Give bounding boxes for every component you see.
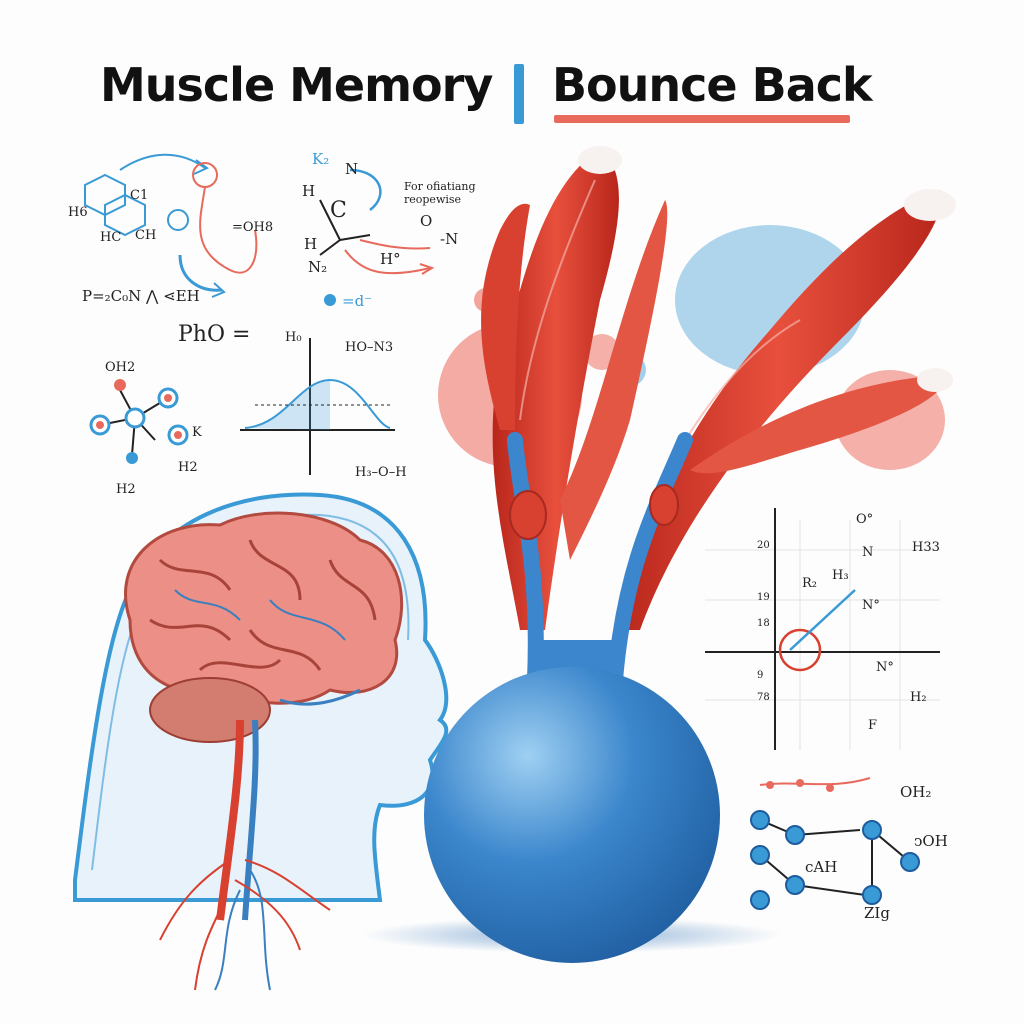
- axis-tick-9: 9: [757, 670, 764, 681]
- label-pho: PhO =: [178, 322, 251, 347]
- label-n-star: N°: [862, 598, 880, 613]
- label-h-star: H°: [380, 250, 401, 268]
- label-h2-b: H2: [116, 482, 136, 497]
- label-h2-right: H₂: [910, 690, 927, 705]
- label-h-o-h: H₃–O–H: [355, 465, 407, 480]
- blue-tendons: [507, 432, 693, 688]
- axis-tick-18: 18: [757, 618, 770, 629]
- head-brain-illustration: [73, 492, 449, 991]
- note-line-1: For ofiatiang: [404, 180, 476, 193]
- label-h33: H33: [912, 540, 940, 555]
- axis-tick-19: 19: [757, 592, 770, 603]
- label-minus-n: -N: [440, 230, 459, 248]
- label-k2: K₂: [312, 150, 330, 168]
- title-divider: [514, 64, 524, 124]
- label-f-right: F: [868, 718, 878, 733]
- bell-curve-graph: [240, 338, 395, 475]
- label-h6: H6: [68, 205, 88, 220]
- axis-tick-20: 20: [757, 540, 770, 551]
- label-h-graph: H₀: [285, 330, 302, 345]
- label-hon3: HO–N3: [345, 340, 394, 355]
- axis-tick-78: 78: [757, 692, 770, 703]
- label-n2: N₂: [308, 258, 328, 276]
- note-line-2: reopewise: [404, 193, 462, 206]
- muscle-fibers: [481, 146, 956, 630]
- label-hc: HC: [100, 230, 122, 245]
- grid-graph: [705, 508, 940, 750]
- title-underline: [554, 115, 850, 123]
- label-n-right: N: [862, 545, 874, 560]
- title-bounce-back: Bounce Back: [552, 58, 873, 112]
- molecule-network: [750, 777, 920, 910]
- label-p-eq: P=₂C₀N ⋀ ⋖ΕΗ: [82, 287, 200, 305]
- label-d-eq: =d⁻: [342, 292, 373, 310]
- label-c-center: C: [330, 198, 347, 223]
- label-zig: ZIg: [864, 904, 890, 922]
- label-c1: C1: [130, 188, 149, 203]
- label-oh-br: ↄOH: [914, 832, 948, 850]
- label-ch: CH: [135, 228, 157, 243]
- chemistry-doodles-top-left: [84, 153, 435, 306]
- label-oh2-br: OH₂: [900, 783, 932, 801]
- label-k-left: K: [192, 425, 202, 440]
- label-h2-a: H2: [178, 460, 198, 475]
- label-h-left: H: [302, 182, 316, 200]
- label-oh-small: =OH8: [232, 220, 274, 235]
- label-cah: cAH: [805, 858, 838, 876]
- label-h3: H₃: [832, 568, 849, 583]
- label-r2: R₂: [802, 576, 817, 591]
- label-n-right3: N°: [876, 660, 894, 675]
- label-o-right: O°: [856, 512, 874, 527]
- label-oh2-left: OH2: [105, 360, 136, 375]
- label-n-top: N: [345, 160, 359, 178]
- molecule-left: [89, 379, 189, 464]
- label-h-mid: H: [304, 235, 318, 253]
- label-o-top: O: [420, 212, 433, 230]
- title-muscle-memory: Muscle Memory: [100, 58, 493, 112]
- bounce-ball: [362, 640, 782, 963]
